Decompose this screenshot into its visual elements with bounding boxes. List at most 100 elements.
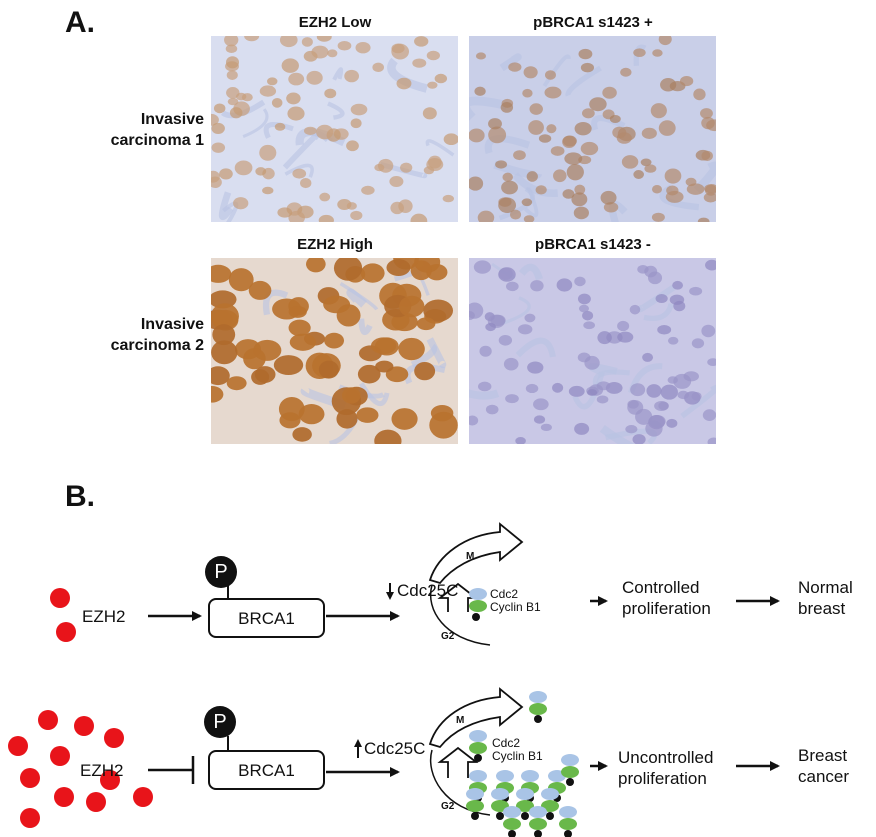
cell-nucleus — [289, 333, 317, 351]
cell-nucleus — [525, 383, 539, 394]
cell-nucleus — [658, 36, 672, 46]
cyclin-b1-protein — [529, 818, 547, 830]
cell-nucleus — [506, 281, 519, 292]
cell-nucleus — [600, 190, 617, 205]
outcome-top: Controlled proliferation — [622, 577, 711, 619]
cell-nucleus — [660, 78, 677, 92]
cell-nucleus — [336, 409, 358, 429]
cell-nucleus — [344, 69, 359, 83]
cdc2-protein — [541, 788, 559, 800]
cyclin-b1-label-bottom: Cyclin B1 — [492, 749, 543, 763]
cell-nucleus — [635, 408, 653, 425]
outcome-bottom: Uncontrolled proliferation — [618, 747, 713, 789]
cell-nucleus — [526, 171, 538, 182]
cell-nucleus — [693, 88, 706, 101]
cell-nucleus — [571, 192, 588, 207]
cell-nucleus — [341, 387, 361, 404]
stroma-fiber — [263, 121, 294, 139]
row-label-line: Invasive — [140, 316, 204, 333]
cell-nucleus — [707, 437, 716, 444]
cell-nucleus — [244, 36, 260, 42]
ezh2-dot — [20, 768, 40, 788]
cell-nucleus — [498, 334, 513, 346]
cyclin-b1-protein — [503, 818, 521, 830]
cell-nucleus — [667, 336, 679, 345]
cell-nucleus — [524, 313, 536, 323]
ezh2-dot — [104, 728, 124, 748]
cell-nucleus — [479, 345, 492, 357]
ezh2-dot — [56, 622, 76, 642]
cell-nucleus — [211, 386, 224, 403]
cdc2-protein — [491, 788, 509, 800]
result-line: Breast — [798, 746, 848, 765]
ezh2-label-top: EZH2 — [82, 607, 126, 626]
cell-nucleus — [596, 395, 609, 404]
cell-nucleus — [416, 317, 436, 331]
cell-nucleus — [701, 324, 716, 338]
cdc2-protein — [529, 806, 547, 818]
g2-arrow-head — [437, 582, 479, 612]
cell-nucleus — [633, 48, 646, 57]
phospho-dot — [474, 754, 482, 762]
cell-nucleus — [683, 371, 699, 382]
outcome-line: proliferation — [622, 599, 711, 618]
stroma-fiber — [359, 382, 390, 406]
cell-nucleus — [469, 128, 485, 143]
cell-nucleus — [422, 107, 437, 120]
phospho-dot — [508, 830, 516, 837]
cell-nucleus — [529, 103, 543, 115]
cell-nucleus — [248, 280, 272, 300]
cell-nucleus — [564, 152, 583, 165]
ezh2-dot — [50, 746, 70, 766]
result-bottom: Breast cancer — [798, 745, 849, 787]
cell-nucleus — [562, 135, 577, 148]
cell-nucleus — [705, 259, 716, 271]
row-label-carcinoma-2: Invasive carcinoma 2 — [4, 314, 204, 356]
cell-nucleus — [533, 415, 546, 424]
stroma-fiber — [346, 288, 368, 308]
m-phase-label-top: M — [466, 551, 475, 562]
cell-nucleus — [241, 93, 253, 102]
cell-nucleus — [574, 121, 592, 136]
cell-nucleus — [644, 164, 657, 173]
cdc2-protein — [469, 730, 487, 742]
cell-nucleus — [423, 299, 454, 322]
cell-nucleus — [372, 62, 384, 73]
cell-nucleus — [641, 127, 657, 139]
ezh2-label-bottom: EZH2 — [80, 761, 124, 780]
cell-nucleus — [346, 140, 359, 152]
cdc2-protein — [503, 806, 521, 818]
cell-nucleus — [469, 311, 475, 321]
g2-arrow-head — [437, 746, 479, 778]
cell-nucleus — [350, 118, 362, 129]
cell-nucleus — [701, 116, 715, 130]
cell-nucleus — [311, 45, 329, 59]
cell-nucleus — [517, 324, 533, 335]
outcome-line: Uncontrolled — [618, 748, 714, 767]
cell-nucleus — [625, 424, 638, 434]
ezh2-dot — [54, 787, 74, 807]
cell-nucleus — [303, 126, 317, 136]
cell-nucleus — [281, 58, 299, 73]
cell-nucleus — [225, 56, 240, 69]
cell-nucleus — [300, 178, 312, 189]
cell-nucleus — [271, 97, 283, 108]
cell-nucleus — [498, 267, 513, 280]
stroma-fiber — [469, 96, 508, 121]
cell-nucleus — [544, 70, 556, 80]
cell-nucleus — [612, 126, 627, 139]
cell-nucleus — [667, 376, 678, 384]
cell-nucleus — [528, 120, 544, 135]
stroma-fiber — [469, 389, 500, 400]
cell-nucleus — [574, 184, 586, 195]
cell-nucleus — [664, 168, 682, 184]
cell-nucleus — [286, 92, 301, 105]
cell-nucleus — [474, 86, 486, 96]
cell-nucleus — [597, 331, 612, 345]
cell-nucleus — [523, 66, 538, 79]
col-heading-pbrca1-positive: pBRCA1 s1423 + — [533, 14, 653, 31]
cell-nucleus — [211, 122, 225, 134]
cell-nucleus — [389, 176, 404, 188]
stroma-fiber — [523, 187, 539, 218]
